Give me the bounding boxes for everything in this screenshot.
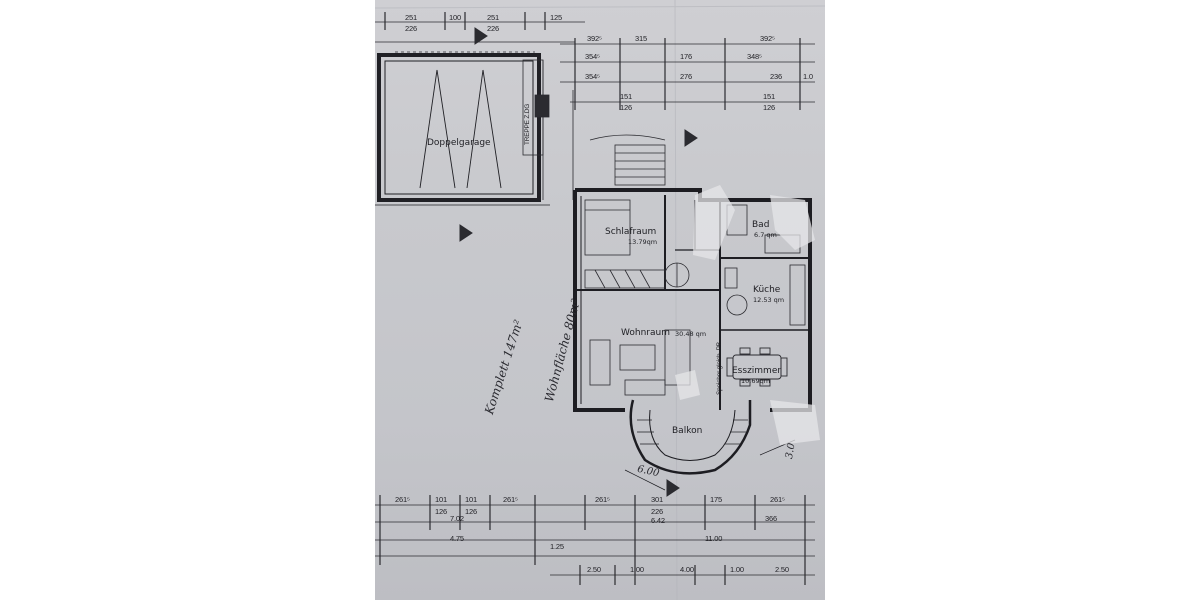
entrance-steps: [589, 134, 666, 186]
room-label-balkon: Balkon: [672, 426, 703, 436]
bottom-dimension-lines: [375, 495, 815, 585]
dim-top-1: 251: [405, 13, 417, 22]
room-area-bad: 6.7 qm: [754, 231, 777, 239]
dim-bottom-21: 1.00: [730, 565, 744, 574]
dim-bottom-8: 261⁵: [770, 495, 785, 504]
stair-annotation: TREPPE Z.DG: [524, 103, 531, 145]
room-label-kueche: Küche: [753, 285, 781, 295]
dim-bottom-14: 366: [765, 514, 777, 523]
dim-bottom-9: 126: [435, 507, 447, 516]
room-area-wohnraum: 30.48 qm: [675, 330, 707, 338]
dim-top-19: 151: [763, 92, 775, 101]
dim-top-6: 226: [487, 24, 499, 33]
dim-top-20: 126: [763, 103, 775, 112]
room-area-schlafraum: 13.79qm: [628, 238, 658, 246]
dim-top-12: 348⁵: [747, 52, 762, 61]
dim-bottom-7: 175: [710, 495, 722, 504]
room-label-schlafraum: Schlafraum: [605, 227, 657, 237]
paper-damage: [675, 185, 820, 445]
dim-bottom-18: 2.50: [587, 565, 601, 574]
dim-bottom-11: 226: [651, 507, 663, 516]
room-label-esszimmer: Esszimmer: [732, 366, 782, 376]
dim-bottom-16: 1.25: [550, 542, 564, 551]
room-label-doppelgarage: Doppelgarage: [427, 138, 491, 148]
dim-bottom-13: 6.42: [651, 516, 665, 525]
dim-bottom-12: 7.02: [450, 514, 464, 523]
dim-bottom-3: 101: [465, 495, 477, 504]
dim-top-10: 354⁵: [585, 52, 600, 61]
dim-bottom-22: 2.50: [775, 565, 789, 574]
dim-top-7: 315: [635, 34, 647, 43]
dim-bottom-6: 301: [651, 495, 663, 504]
dim-bottom-15: 4.75: [450, 534, 464, 543]
dim-bottom-17: 11.00: [705, 534, 723, 543]
dim-bottom-20: 4.00: [680, 565, 694, 574]
living-furniture: [589, 329, 691, 396]
dim-bottom-2: 101: [435, 495, 447, 504]
room-label-wohnraum: Wohnraum: [621, 328, 670, 338]
dim-top-15: 236: [770, 72, 782, 81]
dim-top-14: 276: [680, 72, 692, 81]
dim-top-5: 226: [405, 24, 417, 33]
dim-top-4: 125: [550, 13, 562, 22]
balcony-outline: [624, 399, 796, 491]
dim-top-8: 392⁵: [587, 34, 602, 43]
dim-top-2: 100: [449, 13, 461, 22]
dim-bottom-19: 1.00: [630, 565, 644, 574]
stair-column: [522, 59, 574, 200]
dim-top-9: 392⁵: [760, 34, 775, 43]
floor-plan-sheet: Doppelgarage Schlafraum 13.79qm Bad 6.7 …: [375, 0, 825, 600]
garage-outline: [375, 53, 550, 206]
top-dimension-lines: [375, 12, 815, 110]
bedroom-furniture: [584, 199, 690, 289]
dim-bottom-1: 261⁵: [395, 495, 410, 504]
dim-top-17: 151: [620, 92, 632, 101]
dim-top-11: 176: [680, 52, 692, 61]
storage-annotation: Speicher gleich. PB: [716, 342, 723, 395]
dim-top-18: 126: [620, 103, 632, 112]
dim-top-13: 354⁵: [585, 72, 600, 81]
room-area-esszimmer: 10.69qm: [741, 377, 771, 385]
dim-top-16: 1.0: [803, 72, 813, 81]
room-area-kueche: 12.53 qm: [753, 296, 785, 304]
section-markers: [459, 27, 698, 497]
floor-plan-drawing: [375, 0, 825, 600]
dining-furniture: [726, 347, 788, 387]
dim-bottom-5: 261⁵: [595, 495, 610, 504]
dim-top-3: 251: [487, 13, 499, 22]
paper-creases: [375, 0, 825, 600]
dim-bottom-4: 261⁵: [503, 495, 518, 504]
dim-bottom-10: 126: [465, 507, 477, 516]
room-label-bad: Bad: [752, 220, 770, 230]
